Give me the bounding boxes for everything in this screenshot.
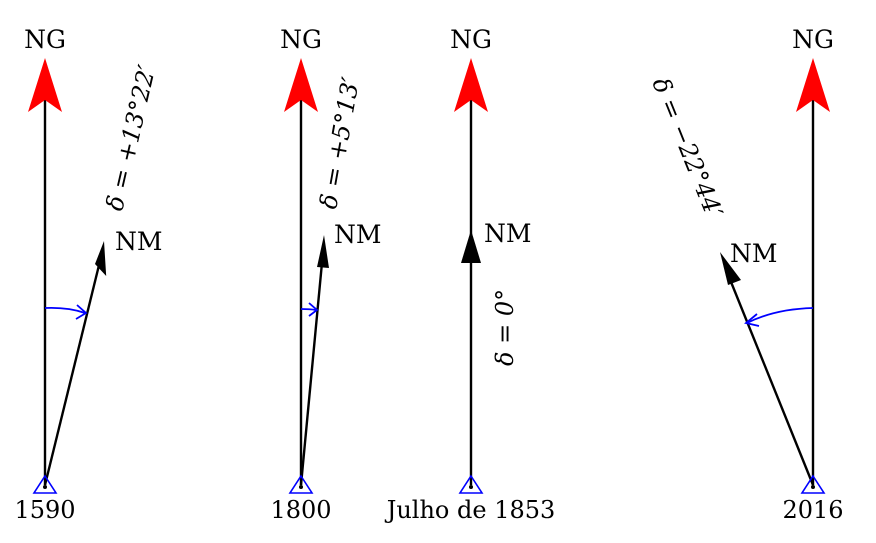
magnetic-north-arrow-icon — [95, 241, 107, 276]
ng-label: NG — [792, 25, 834, 54]
magnetic-north-line — [43, 256, 103, 486]
panel-1590: NG NM δ = +13°22′ 1590 — [14, 25, 162, 524]
station-marker — [288, 474, 314, 494]
true-north-arrow-icon — [796, 58, 830, 112]
true-north-arrow-icon — [454, 58, 488, 112]
station-triangle-icon — [32, 474, 58, 494]
declination-label: δ = −22°44′ — [646, 74, 728, 223]
ng-label: NG — [24, 25, 66, 54]
true-north-arrow-icon — [284, 58, 318, 112]
arc-arrowhead-icon — [75, 304, 88, 320]
nm-label: NM — [730, 239, 777, 268]
magnetic-north-line — [299, 251, 325, 486]
declination-arc — [44, 306, 86, 314]
nm-label: NM — [484, 219, 531, 248]
panel-1853: NG NM δ = 0° Julho de 1853 — [384, 25, 556, 524]
declination-label: δ = +13°22′ — [101, 62, 162, 213]
magnetic-north-arrow-icon — [317, 235, 329, 268]
year-label: Julho de 1853 — [384, 496, 556, 524]
panel-2016: NG NM δ = −22°44′ 2016 — [646, 25, 843, 524]
year-label: 1590 — [14, 496, 75, 524]
year-label: 1800 — [270, 496, 331, 524]
station-marker — [458, 474, 484, 494]
declination-label: δ = 0° — [491, 289, 519, 366]
arc-arrowhead-icon — [744, 313, 760, 327]
station-triangle-icon — [458, 474, 484, 494]
year-label: 2016 — [782, 496, 843, 524]
arc-arrowhead-icon — [308, 302, 319, 317]
station-marker — [800, 474, 826, 494]
station-triangle-icon — [800, 474, 826, 494]
magnetic-north-arrow-icon — [461, 230, 481, 263]
declination-arc — [746, 307, 814, 324]
ng-label: NG — [280, 25, 322, 54]
panel-1800: NG NM δ = +5°13′ 1800 — [270, 25, 381, 524]
true-north-arrow-icon — [28, 58, 62, 112]
station-marker — [32, 474, 58, 494]
declination-arc — [300, 308, 317, 311]
station-triangle-icon — [288, 474, 314, 494]
nm-label: NM — [334, 220, 381, 249]
ng-label: NG — [450, 25, 492, 54]
magnetic-north-line — [725, 271, 815, 486]
declination-label: δ = +5°13′ — [314, 74, 365, 211]
magnetic-north-arrow-icon — [720, 252, 741, 285]
nm-label: NM — [115, 227, 162, 256]
